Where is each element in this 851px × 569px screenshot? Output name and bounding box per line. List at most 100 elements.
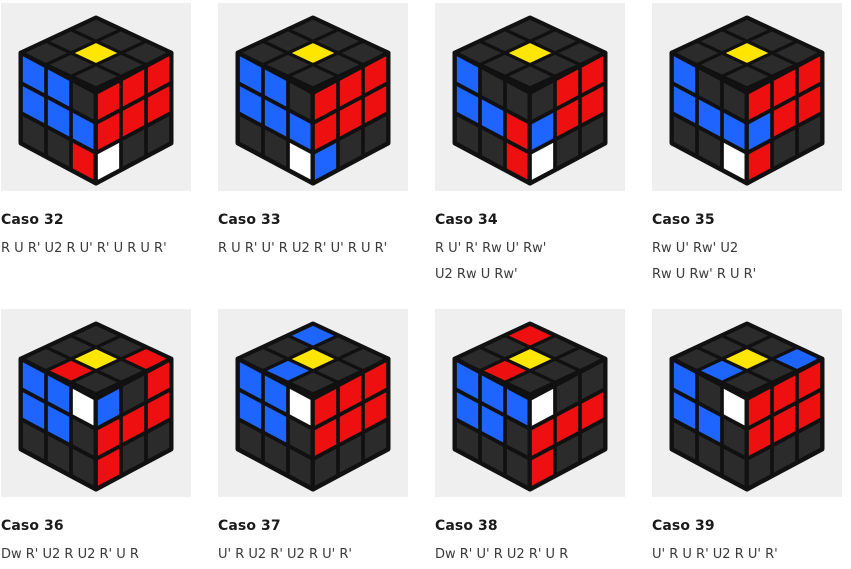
algorithm-line: U2 Rw U Rw'	[435, 267, 518, 282]
case-title: Caso 39	[652, 518, 715, 534]
cube-image	[652, 309, 842, 497]
sticker	[480, 67, 505, 109]
sticker	[289, 18, 337, 41]
sticker	[698, 336, 746, 359]
sticker	[121, 97, 146, 139]
sticker	[263, 373, 288, 415]
case-algorithm: Rw U' Rw' U2 Rw U Rw' R U R'	[652, 236, 842, 288]
sticker	[506, 371, 554, 394]
sticker	[748, 53, 796, 76]
sticker	[697, 127, 722, 169]
sticker	[506, 347, 554, 371]
sticker	[238, 390, 263, 431]
cube-left-face	[235, 50, 316, 186]
sticker	[481, 336, 529, 359]
sticker	[363, 114, 388, 155]
sticker	[530, 141, 555, 182]
sticker	[21, 360, 46, 401]
sticker	[363, 54, 388, 95]
case-algorithm: R U R' U' R U2 R' U' R U R'	[218, 236, 408, 262]
sticker	[723, 65, 771, 88]
sticker	[47, 359, 95, 382]
sticker	[723, 347, 771, 371]
case-card: Caso 34 R U' R' Rw U' Rw' U2 Rw U Rw'	[435, 3, 625, 288]
algorithm-line: Dw R' U2 R U2 R' U R	[1, 547, 139, 562]
sticker	[146, 420, 171, 461]
sticker	[723, 18, 771, 41]
sticker	[772, 433, 797, 475]
sticker	[96, 417, 121, 458]
sticker	[146, 54, 171, 95]
sticker	[530, 81, 555, 122]
sticker	[772, 67, 797, 109]
sticker	[797, 420, 822, 461]
algorithm-line: R U R' U2 R U' R' U R U R'	[1, 241, 167, 256]
sticker	[555, 67, 580, 109]
sticker	[289, 324, 337, 347]
sticker	[238, 360, 263, 401]
case-card: Caso 39 U' R U R' U2 R U' R'	[652, 309, 842, 568]
sticker	[723, 371, 771, 394]
cube-image	[435, 3, 625, 191]
sticker	[480, 97, 505, 139]
sticker	[97, 359, 145, 382]
case-card: Caso 32 R U R' U2 R U' R' U R U R'	[1, 3, 191, 262]
case-algorithm: Dw R' U2 R U2 R' U R	[1, 542, 191, 568]
sticker	[530, 417, 555, 458]
sticker	[797, 114, 822, 155]
cube-image	[218, 3, 408, 191]
case-title: Caso 32	[1, 212, 64, 228]
sticker	[747, 387, 772, 428]
sticker	[455, 54, 480, 95]
sticker	[698, 30, 746, 53]
cube-svg	[18, 321, 174, 492]
sticker	[97, 30, 145, 53]
sticker	[480, 127, 505, 169]
sticker	[672, 114, 697, 155]
sticker	[46, 127, 71, 169]
sticker	[21, 84, 46, 125]
sticker	[506, 18, 554, 41]
sticker	[531, 30, 579, 53]
cube-svg	[452, 15, 608, 186]
sticker	[697, 67, 722, 109]
sticker	[263, 433, 288, 475]
sticker	[480, 373, 505, 415]
sticker	[338, 97, 363, 139]
case-card: Caso 38 Dw R' U' R U2 R' U R	[435, 309, 625, 568]
sticker	[697, 373, 722, 415]
sticker	[481, 359, 529, 382]
sticker	[314, 30, 362, 53]
sticker	[506, 41, 554, 65]
sticker	[238, 84, 263, 125]
sticker	[72, 65, 120, 88]
sticker	[264, 30, 312, 53]
sticker	[455, 420, 480, 461]
cube-svg	[235, 15, 391, 186]
cube-left-face	[669, 356, 750, 492]
sticker	[238, 420, 263, 461]
sticker	[96, 111, 121, 152]
cube-image	[435, 309, 625, 497]
sticker	[555, 127, 580, 169]
case-algorithm: R U' R' Rw U' Rw' U2 Rw U Rw'	[435, 236, 625, 288]
sticker	[772, 127, 797, 169]
cube-image	[652, 3, 842, 191]
cube-svg	[452, 321, 608, 492]
cube-svg	[18, 15, 174, 186]
sticker	[747, 81, 772, 122]
sticker	[697, 403, 722, 445]
sticker	[697, 97, 722, 139]
sticker	[72, 371, 120, 394]
algorithm-line: Rw U' Rw' U2	[652, 241, 739, 256]
sticker	[72, 347, 120, 371]
sticker	[338, 67, 363, 109]
sticker	[797, 84, 822, 125]
cube-right-face	[744, 356, 825, 492]
case-title: Caso 37	[218, 518, 281, 534]
sticker	[21, 390, 46, 431]
sticker	[96, 387, 121, 428]
sticker	[748, 30, 796, 53]
cube-image	[1, 309, 191, 497]
sticker	[555, 403, 580, 445]
